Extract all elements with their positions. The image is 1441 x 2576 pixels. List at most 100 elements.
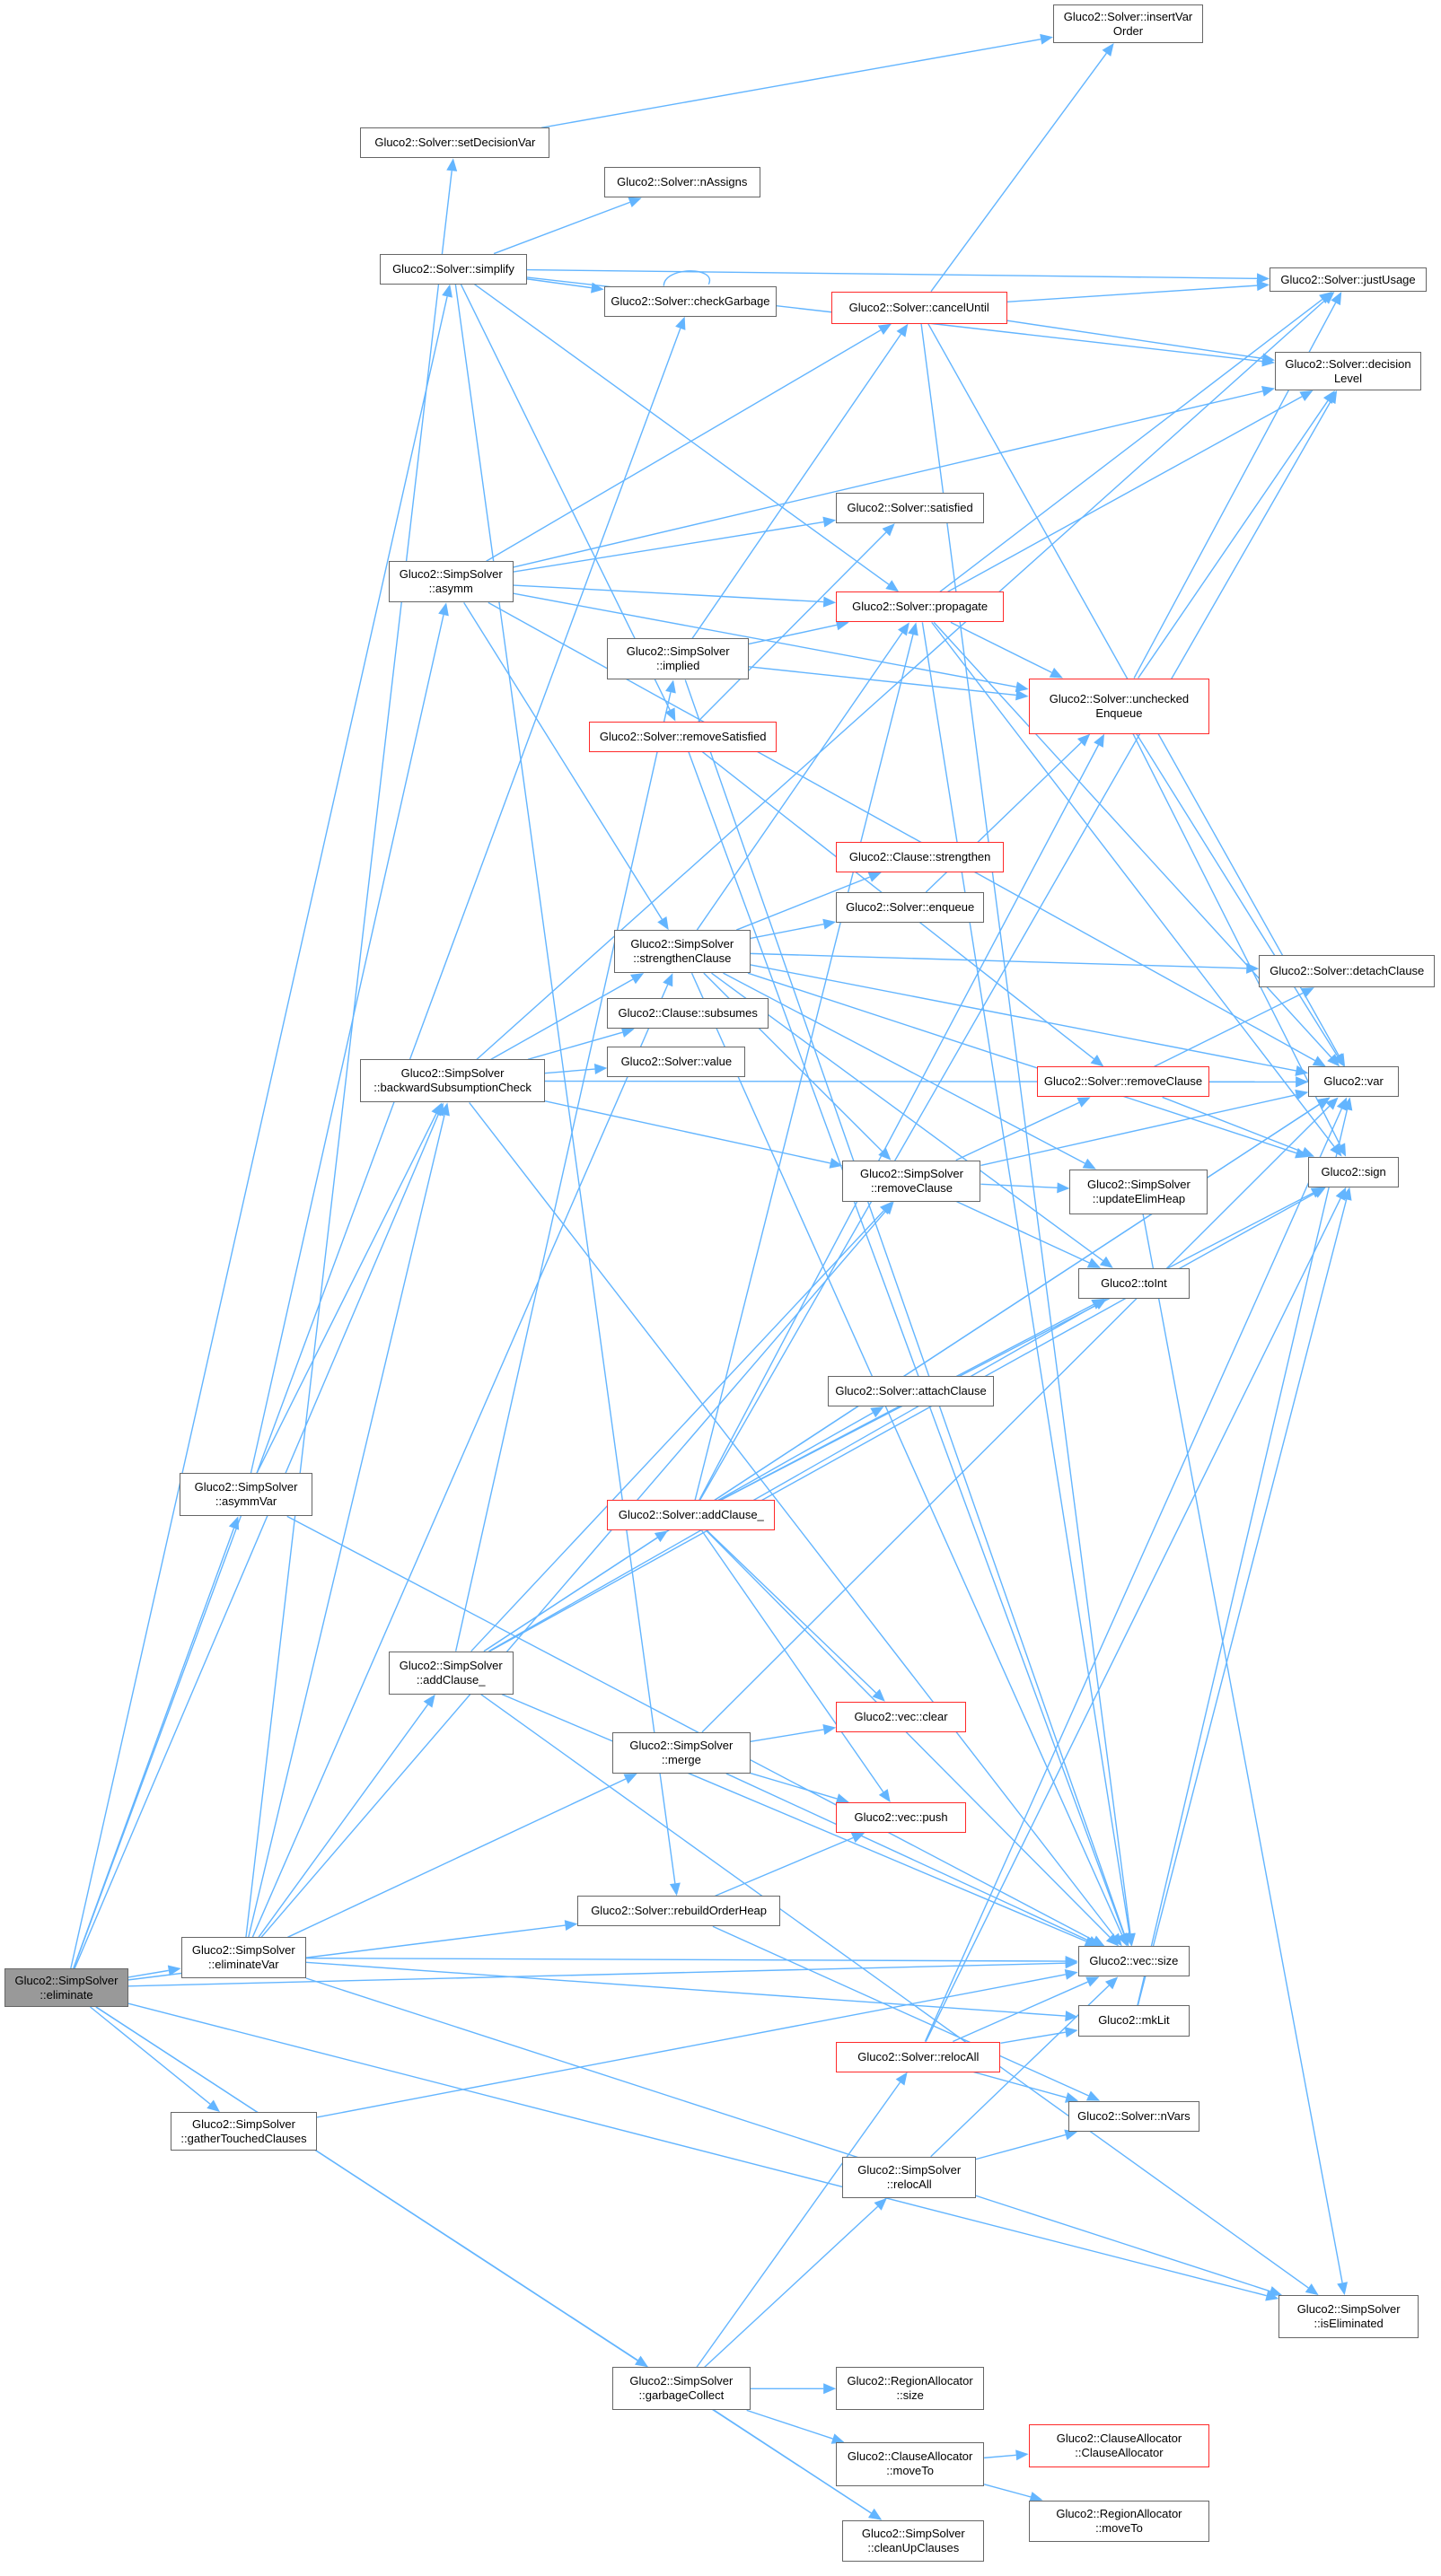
node-label: ::eliminateVar <box>208 1958 279 1972</box>
arrowhead-icon <box>896 323 909 337</box>
node-subsumes[interactable]: Gluco2::Clause::subsumes <box>607 998 769 1030</box>
node-clean-up-clauses[interactable]: Gluco2::SimpSolver::cleanUpClauses <box>842 2519 985 2562</box>
arrowhead-icon <box>439 1102 450 1117</box>
node-asymm-var[interactable]: Gluco2::SimpSolver::asymmVar <box>179 1473 313 1517</box>
node-implied[interactable]: Gluco2::SimpSolver::implied <box>607 638 749 680</box>
arrowhead-icon <box>423 1694 435 1708</box>
edge-strengthen-clause-to-to-int <box>711 972 1113 1268</box>
node-value[interactable]: Gluco2::Solver::value <box>607 1047 746 1078</box>
node-eliminate-var[interactable]: Gluco2::SimpSolver::eliminateVar <box>180 1937 306 1979</box>
node-strengthen-clause[interactable]: Gluco2::SimpSolver::strengthenClause <box>613 930 751 974</box>
node-label: ::ClauseAllocator <box>1075 2446 1164 2460</box>
arrowhead-icon <box>1335 1143 1347 1157</box>
node-cancel-until[interactable]: Gluco2::Solver::cancelUntil <box>830 291 1007 324</box>
edge-solver-reloc-all-to-var <box>924 1097 1348 2042</box>
node-set-decision-var[interactable]: Gluco2::Solver::setDecisionVar <box>360 127 550 159</box>
node-mk-lit[interactable]: Gluco2::mkLit <box>1077 2005 1191 2037</box>
node-gather-touched-clauses[interactable]: Gluco2::SimpSolver::gatherTouchedClauses <box>171 2112 317 2151</box>
node-var[interactable]: Gluco2::var <box>1308 1066 1400 1098</box>
edge-eliminate-to-eliminate-var <box>127 1965 181 1978</box>
node-check-garbage[interactable]: Gluco2::Solver::checkGarbage <box>603 285 778 317</box>
edge-backward-subsumption-check-to-subsumes <box>527 1027 635 1061</box>
node-solver-reloc-all[interactable]: Gluco2::Solver::relocAll <box>836 2041 1001 2072</box>
node-strengthen[interactable]: Gluco2::Clause::strengthen <box>836 841 1005 872</box>
arrowhead-icon <box>206 2099 220 2112</box>
node-vec-size[interactable]: Gluco2::vec::size <box>1077 1946 1191 1977</box>
node-detach-clause[interactable]: Gluco2::Solver::detachClause <box>1259 955 1436 988</box>
edge-simp-remove-clause-to-solver-remove-clause <box>955 1097 1091 1161</box>
arrowhead-icon <box>1268 2286 1283 2297</box>
node-simp-remove-clause[interactable]: Gluco2::SimpSolver::removeClause <box>842 1160 981 1202</box>
arrowhead-icon <box>878 1147 892 1161</box>
arrowhead-icon <box>1299 390 1314 402</box>
node-backward-subsumption-check[interactable]: Gluco2::SimpSolver::backwardSubsumptionC… <box>360 1059 545 1103</box>
arrowhead-icon <box>1261 386 1275 397</box>
edge-cancel-until-to-insert-var-order <box>930 43 1114 293</box>
node-label: Gluco2::Solver::unchecked <box>1049 691 1190 705</box>
node-label: ::strengthenClause <box>633 951 732 966</box>
edge-implied-to-propagate <box>748 619 849 645</box>
node-garbage-collect[interactable]: Gluco2::SimpSolver::garbageCollect <box>611 2367 751 2411</box>
arrowhead-icon <box>593 1064 608 1075</box>
arrowhead-icon <box>657 916 669 931</box>
node-label: ::merge <box>661 1752 701 1766</box>
node-propagate[interactable]: Gluco2::Solver::propagate <box>836 591 1005 623</box>
edge-mk-lit-to-var <box>1137 1097 1353 2006</box>
node-simp-reloc-all[interactable]: Gluco2::SimpSolver::relocAll <box>842 2156 976 2198</box>
node-update-elim-heap[interactable]: Gluco2::SimpSolver::updateElimHeap <box>1069 1169 1208 1214</box>
node-region-size[interactable]: Gluco2::RegionAllocator::size <box>836 2367 985 2411</box>
node-sign[interactable]: Gluco2::sign <box>1308 1156 1400 1187</box>
arrowhead-icon <box>882 523 895 537</box>
arrowhead-icon <box>1295 1065 1309 1076</box>
node-attach-clause[interactable]: Gluco2::Solver::attachClause <box>827 1376 995 1407</box>
node-label: Gluco2::vec::size <box>1089 1954 1179 1968</box>
arrowhead-icon <box>1076 733 1091 747</box>
edge-solver-remove-clause-to-detach-clause <box>1154 987 1314 1067</box>
node-to-int[interactable]: Gluco2::toInt <box>1077 1267 1191 1299</box>
node-remove-satisfied[interactable]: Gluco2::Solver::removeSatisfied <box>589 721 778 752</box>
node-clause-alloc-move-to[interactable]: Gluco2::ClauseAllocator::moveTo <box>836 2442 985 2486</box>
node-clause-alloc-ctor[interactable]: Gluco2::ClauseAllocator::ClauseAllocator <box>1028 2424 1210 2468</box>
node-n-vars[interactable]: Gluco2::Solver::nVars <box>1068 2100 1200 2132</box>
edge-eliminate-var-to-backward-subsumption-check <box>248 1102 450 1938</box>
edge-gather-touched-clauses-to-vec-size <box>316 1968 1078 2118</box>
node-label: Gluco2::Solver::insertVar <box>1063 9 1193 23</box>
node-asymm[interactable]: Gluco2::SimpSolver::asymm <box>388 561 514 603</box>
edge-asymm-to-decision-level <box>513 386 1275 568</box>
edge-mk-lit-to-sign <box>1137 1187 1352 2006</box>
node-simplify[interactable]: Gluco2::Solver::simplify <box>380 253 527 285</box>
arrowhead-icon <box>1065 1956 1078 1967</box>
node-enqueue[interactable]: Gluco2::Solver::enqueue <box>836 891 985 924</box>
arrowhead-icon <box>885 580 900 592</box>
edge-simp-add-clause-to-to-int <box>488 1298 1108 1652</box>
edge-solver-add-clause-to-vec-clear <box>707 1529 885 1702</box>
node-rebuild-order-heap[interactable]: Gluco2::Solver::rebuildOrderHeap <box>577 1896 780 1927</box>
node-satisfied[interactable]: Gluco2::Solver::satisfied <box>836 493 985 524</box>
node-vec-clear[interactable]: Gluco2::vec::clear <box>836 1701 966 1732</box>
node-is-eliminated[interactable]: Gluco2::SimpSolver::isEliminated <box>1278 2295 1419 2339</box>
arrowhead-icon <box>669 1882 681 1897</box>
node-label: Gluco2::SimpSolver <box>629 1738 734 1752</box>
arrowhead-icon <box>1076 1097 1091 1108</box>
node-vec-push[interactable]: Gluco2::vec::push <box>836 1802 966 1834</box>
arrowhead-icon <box>822 918 837 930</box>
node-n-assigns[interactable]: Gluco2::Solver::nAssigns <box>603 167 760 198</box>
edge-simplify-to-propagate <box>474 284 900 592</box>
node-solver-add-clause[interactable]: Gluco2::Solver::addClause_ <box>607 1500 776 1531</box>
node-simp-add-clause[interactable]: Gluco2::SimpSolver::addClause_ <box>388 1651 514 1695</box>
node-label: Gluco2::SimpSolver <box>399 1658 503 1672</box>
edge-rebuild-order-heap-to-n-vars <box>712 1925 1101 2101</box>
node-eliminate[interactable]: Gluco2::SimpSolver::eliminate <box>4 1968 128 2007</box>
arrowhead-icon <box>1057 1182 1070 1194</box>
node-merge[interactable]: Gluco2::SimpSolver::merge <box>611 1731 751 1774</box>
node-solver-remove-clause[interactable]: Gluco2::Solver::removeClause <box>1036 1066 1210 1098</box>
node-just-usage[interactable]: Gluco2::Solver::justUsage <box>1270 267 1427 292</box>
arrowhead-icon <box>1104 1976 1119 1990</box>
arrowhead-icon <box>822 1724 837 1735</box>
node-label: Gluco2::Solver::checkGarbage <box>611 294 770 308</box>
node-region-move-to[interactable]: Gluco2::RegionAllocator::moveTo <box>1028 2500 1210 2542</box>
